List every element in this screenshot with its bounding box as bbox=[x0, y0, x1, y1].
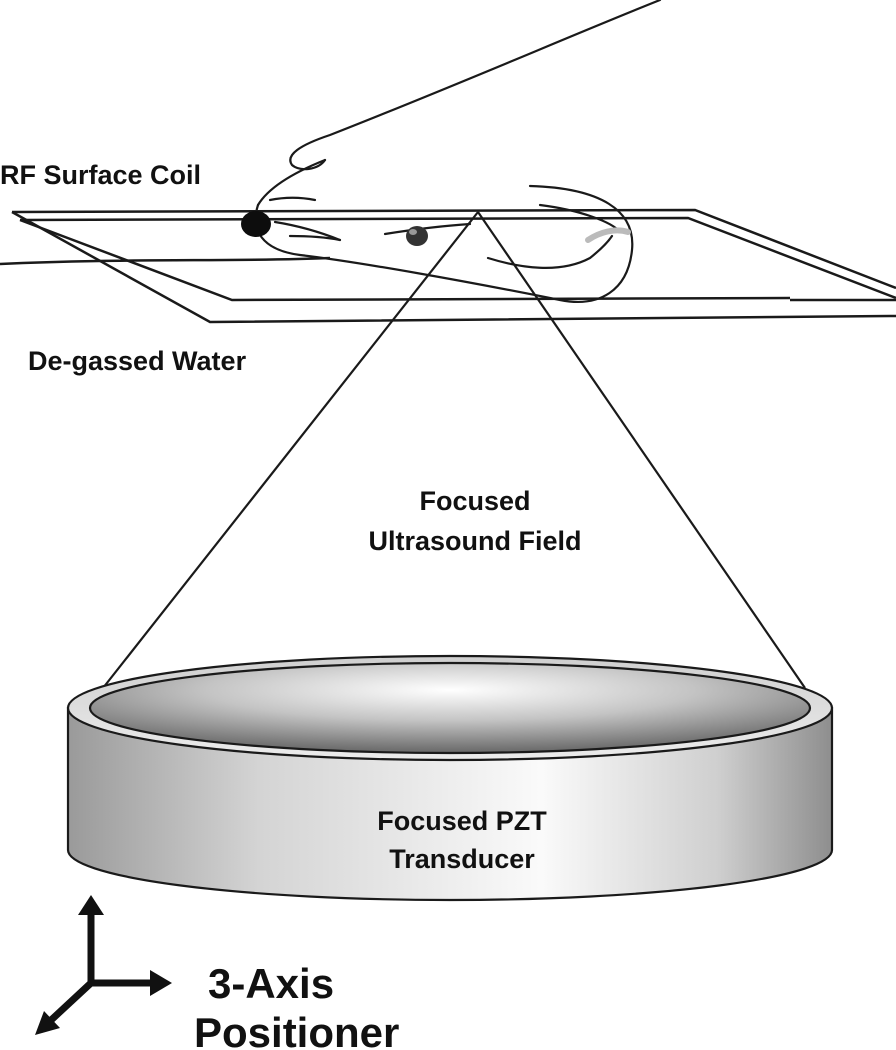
ultrasound-field-label-line2: Ultrasound Field bbox=[368, 526, 581, 556]
ultrasound-field-cone bbox=[102, 211, 806, 689]
positioner-label-line2: Positioner bbox=[194, 1009, 399, 1050]
ultrasound-field-label-line1: Focused bbox=[419, 486, 530, 516]
degassed-water-label: De-gassed Water bbox=[28, 346, 247, 376]
transducer bbox=[66, 654, 834, 902]
transducer-side bbox=[66, 706, 834, 902]
sample-dot bbox=[406, 226, 428, 246]
finger-highlight bbox=[585, 227, 631, 243]
transducer-label-line2: Transducer bbox=[389, 844, 535, 874]
rf-surface-coil-label: RF Surface Coil bbox=[0, 160, 201, 190]
rf-coil-contact bbox=[241, 211, 271, 237]
transducer-label-line1: Focused PZT bbox=[377, 806, 547, 836]
transducer-dish bbox=[88, 661, 812, 755]
positioner-label-line1: 3-Axis bbox=[208, 960, 334, 1007]
axis-arrows-icon bbox=[35, 895, 172, 1035]
hand-sketch bbox=[254, 0, 662, 303]
